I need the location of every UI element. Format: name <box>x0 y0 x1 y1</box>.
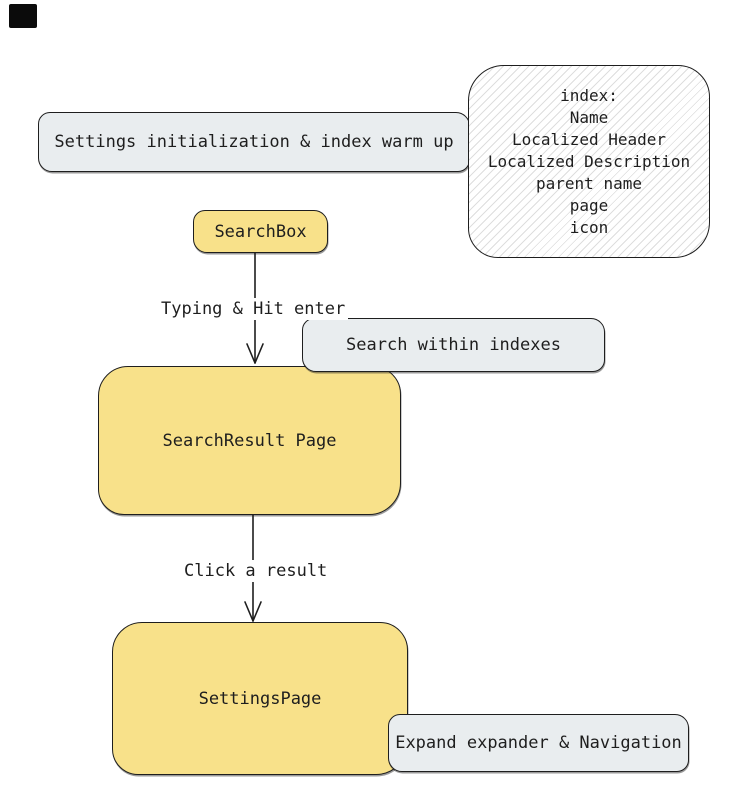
index-note-line: Name <box>569 107 609 127</box>
node-search-within-indexes: Search within indexes <box>302 318 605 372</box>
node-settings-page: SettingsPage <box>112 622 408 775</box>
index-note-line: icon <box>569 217 609 237</box>
node-searchresult-page: SearchResult Page <box>98 366 401 515</box>
node-settings-page-label: SettingsPage <box>198 688 322 709</box>
index-note-line: Localized Header <box>511 129 667 149</box>
index-note-title: index: <box>560 85 618 105</box>
index-note-line: page <box>569 195 609 215</box>
node-settings-initialization-label: Settings initialization & index warm up <box>54 132 454 152</box>
node-search-within-indexes-label: Search within indexes <box>346 335 561 355</box>
node-expand-navigation-label: Expand expander & Navigation <box>395 733 682 753</box>
edge-label-typing: Typing & Hit enter <box>158 298 349 320</box>
node-settings-initialization: Settings initialization & index warm up <box>38 112 470 172</box>
node-searchresult-page-label: SearchResult Page <box>162 430 337 451</box>
node-searchbox-label: SearchBox <box>214 221 307 242</box>
black-rectangle-marker <box>9 4 37 28</box>
node-searchbox: SearchBox <box>193 210 328 253</box>
index-note-line: Localized Description <box>487 151 691 171</box>
edge-label-click: Click a result <box>181 560 331 582</box>
index-note-line: parent name <box>536 173 642 193</box>
node-expand-navigation: Expand expander & Navigation <box>388 714 689 772</box>
node-index-note: index: Name Localized Header Localized D… <box>468 65 710 258</box>
